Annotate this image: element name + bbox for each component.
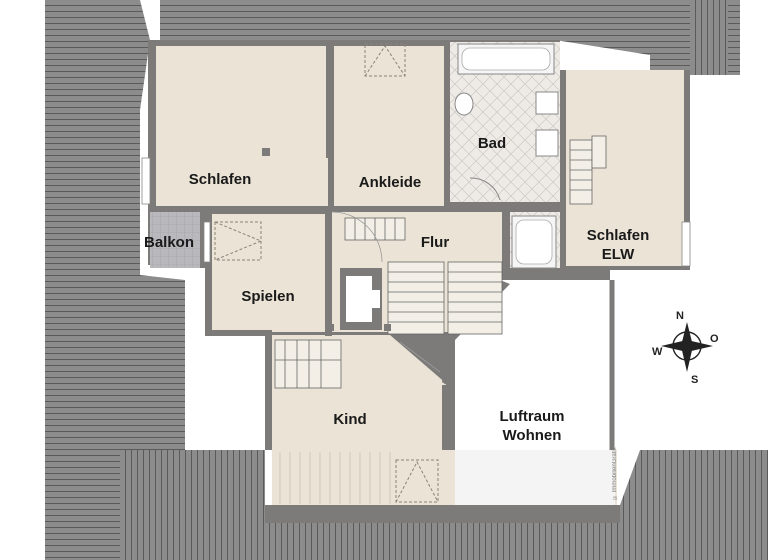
- chimney: [340, 268, 382, 330]
- room-label-spielen: Spielen: [241, 288, 295, 305]
- bathtub-elw: [511, 215, 557, 269]
- skylight-ankleide: [364, 43, 406, 77]
- shower-door: [469, 177, 501, 201]
- room-label-flur: Flur: [420, 234, 450, 251]
- watermark: © ImmobilienGrafik: [612, 447, 618, 500]
- compass-rose: [661, 322, 713, 372]
- roof-left: [45, 0, 740, 560]
- room-label-schlafen: Schlafen: [188, 171, 252, 188]
- stairs-elw: [569, 135, 607, 205]
- interior-walls: [148, 40, 566, 450]
- compass-w: W: [652, 346, 663, 358]
- room-label-ankleide: Ankleide: [358, 174, 422, 191]
- door-arcs: [331, 211, 441, 373]
- toilet: [454, 92, 474, 116]
- room-label-bad: Bad: [477, 135, 507, 152]
- room-label-luftraum: Luftraum Wohnen: [499, 408, 565, 444]
- skylight-kind: [395, 459, 439, 503]
- compass-n: N: [676, 310, 684, 322]
- roof-right: [690, 0, 728, 75]
- compass-o: O: [710, 333, 719, 345]
- windows: [141, 157, 691, 267]
- stairs-main: [387, 261, 503, 335]
- room-label-kind: Kind: [333, 411, 367, 428]
- sinks: [535, 91, 559, 157]
- column-marker: [262, 148, 270, 156]
- bathtub: [457, 43, 555, 75]
- room-label-schlafen-elw: Schlafen ELW: [586, 227, 650, 263]
- roof-bottom: [120, 450, 768, 560]
- skylight-spielen: [214, 221, 263, 261]
- stairs-flur: [344, 217, 406, 241]
- stairs-attic: [274, 339, 342, 389]
- compass-s: S: [691, 374, 699, 386]
- room-label-balkon: Balkon: [143, 234, 194, 251]
